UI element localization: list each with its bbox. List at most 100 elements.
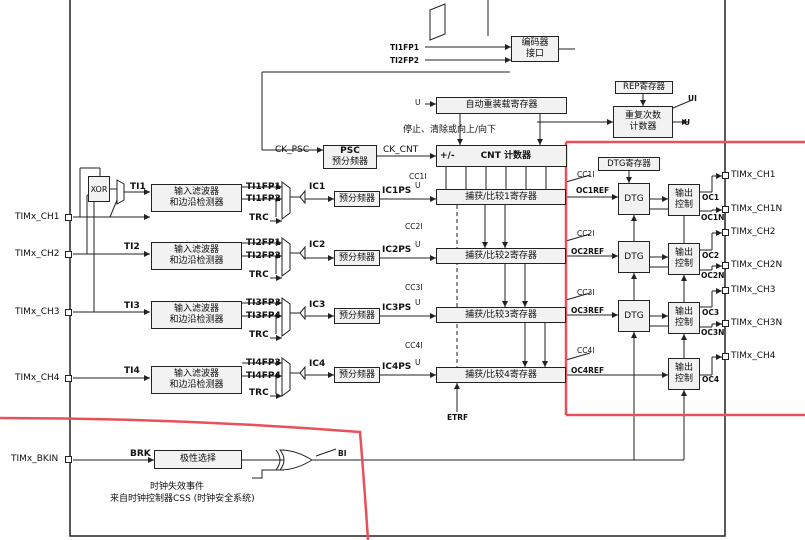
arrowhead — [148, 457, 154, 463]
ic3ps-label: IC3PS — [382, 303, 412, 313]
filter-2-line1: 输入滤波器 — [173, 245, 219, 255]
u-label-rep: U — [684, 118, 691, 127]
arrowhead — [276, 253, 282, 259]
out-ctrl-1-line1: 输出 — [674, 189, 693, 199]
ti1-direct — [109, 199, 118, 218]
polarity-select: 极性选择 — [154, 450, 242, 469]
arrowhead — [716, 230, 722, 236]
arrowhead — [662, 196, 668, 202]
oc3n-label: OC3N — [701, 328, 725, 337]
arrowhead — [522, 361, 528, 367]
counter-control-text: 停止、清除或向上/向下 — [403, 125, 497, 135]
arrowhead — [505, 44, 511, 50]
cc2i-label: CC2I — [405, 222, 423, 231]
tifp-1b: TI1FP2 — [246, 194, 281, 204]
ccr4-label: 捕获/比较4寄存器 — [465, 369, 537, 380]
oc1-label: OC1 — [702, 193, 720, 202]
clock-fail-line1: 时钟失效事件 — [150, 482, 205, 492]
input-filter-2: 输入滤波器 和边沿检测器 — [151, 242, 242, 270]
arrowhead — [681, 275, 687, 281]
out-ctrl-2-line1: 输出 — [674, 248, 693, 258]
ccr2-label: 捕获/比较2寄存器 — [465, 250, 537, 261]
arrowhead — [662, 313, 668, 319]
arrowhead — [430, 101, 436, 107]
psc-subtitle: 预分频器 — [331, 157, 368, 167]
out-ctrl-3-line2: 控制 — [674, 318, 693, 328]
arrowhead — [716, 288, 722, 294]
oc2ref-label: OC2REF — [571, 247, 605, 256]
input-pin-ch2 — [65, 251, 72, 258]
oc3-label: OC3 — [702, 308, 720, 317]
arrowhead — [430, 153, 436, 159]
arrowhead — [430, 196, 436, 202]
arrowhead — [716, 207, 722, 213]
ccxi-out-1 — [565, 174, 591, 183]
ccxi-out-4 — [565, 352, 591, 361]
oc2n-label: OC2N — [701, 271, 725, 280]
ic3-prescaler: 预分频器 — [334, 308, 380, 324]
oc3ref-label: OC3REF — [571, 306, 605, 315]
ic4-prescaler-label: 预分频器 — [338, 369, 375, 380]
arrowhead — [328, 313, 334, 319]
mux-3 — [281, 297, 291, 337]
oc4ref-label: OC4REF — [571, 366, 605, 375]
output-label-ch2: TIMx_CH2 — [731, 227, 776, 237]
arrowhead — [502, 242, 508, 248]
ti1-mux — [116, 179, 125, 205]
arrowhead — [457, 139, 463, 145]
arrowhead — [430, 255, 436, 261]
output-pin-ch2n — [722, 262, 729, 269]
arrowhead — [430, 372, 436, 378]
ui-label: UI — [688, 94, 697, 103]
out-ctrl-2-line2: 控制 — [674, 259, 693, 269]
output-control-1: 输出 控制 — [668, 184, 700, 216]
dtg-2-label: DTG — [624, 251, 644, 262]
filter-4-line2: 和边沿检测器 — [169, 380, 224, 390]
trc-3: TRC — [249, 330, 269, 340]
arrowhead — [276, 313, 282, 319]
clock-fail-line2: 来自时钟控制器CSS (时钟安全系统) — [110, 494, 255, 504]
tifp-3b: TI3FP4 — [246, 311, 281, 321]
ic4-label: IC4 — [309, 359, 326, 369]
input-label-ch3: TIMx_CH3 — [15, 307, 60, 317]
arrowhead — [276, 196, 282, 202]
arrowhead — [626, 177, 632, 183]
polarity-label: 极性选择 — [179, 454, 216, 464]
output-label-ch2n: TIMx_CH2N — [731, 260, 783, 270]
ic4-prescaler: 预分频器 — [334, 367, 380, 383]
oc2-label: OC2 — [702, 251, 720, 260]
ck-psc-label: CK_PSC — [275, 145, 310, 155]
filter-3-line1: 输入滤波器 — [173, 304, 219, 314]
capture-compare-register-3: 捕获/比较3寄存器 — [436, 307, 566, 323]
tifp-4b: TI4FP4 — [246, 371, 281, 381]
arrowhead — [681, 390, 687, 396]
arrowhead — [612, 253, 618, 259]
arrowhead — [612, 312, 618, 318]
ui-out — [672, 99, 693, 109]
input-filter-3: 输入滤波器 和边沿检测器 — [151, 301, 242, 329]
output-pin-ch3 — [722, 287, 729, 294]
ck-cnt-label: CK_CNT — [383, 145, 419, 155]
rep-counter-line1: 重复次数 — [624, 111, 661, 121]
xor-label: XOR — [90, 184, 108, 194]
arrowhead — [317, 147, 323, 153]
cc3i-out-label: CC3I — [577, 288, 595, 297]
psc-prescaler: PSC 预分频器 — [323, 145, 377, 169]
tifp-2b: TI2FP2 — [246, 251, 281, 261]
arrowhead — [502, 301, 508, 307]
bi-arrow — [315, 448, 337, 457]
arrowhead — [612, 194, 618, 200]
arrowhead — [631, 215, 637, 221]
input-label-bkin: TIMx_BKIN — [11, 454, 59, 464]
or-gate-back — [275, 449, 281, 471]
ic-gate-4 — [299, 365, 306, 381]
cnt-direction: +/- — [440, 150, 455, 161]
arrowhead — [276, 335, 282, 341]
oc1ref-label: OC1REF — [576, 186, 610, 195]
ic1-label: IC1 — [309, 182, 326, 192]
capture-compare-register-2: 捕获/比较2寄存器 — [436, 248, 566, 264]
ti4-label: TI4 — [124, 366, 140, 376]
output-pin-ch1n — [722, 206, 729, 213]
ic3-label: IC3 — [309, 300, 326, 310]
rep-register-label: REP寄存器 — [623, 82, 665, 92]
